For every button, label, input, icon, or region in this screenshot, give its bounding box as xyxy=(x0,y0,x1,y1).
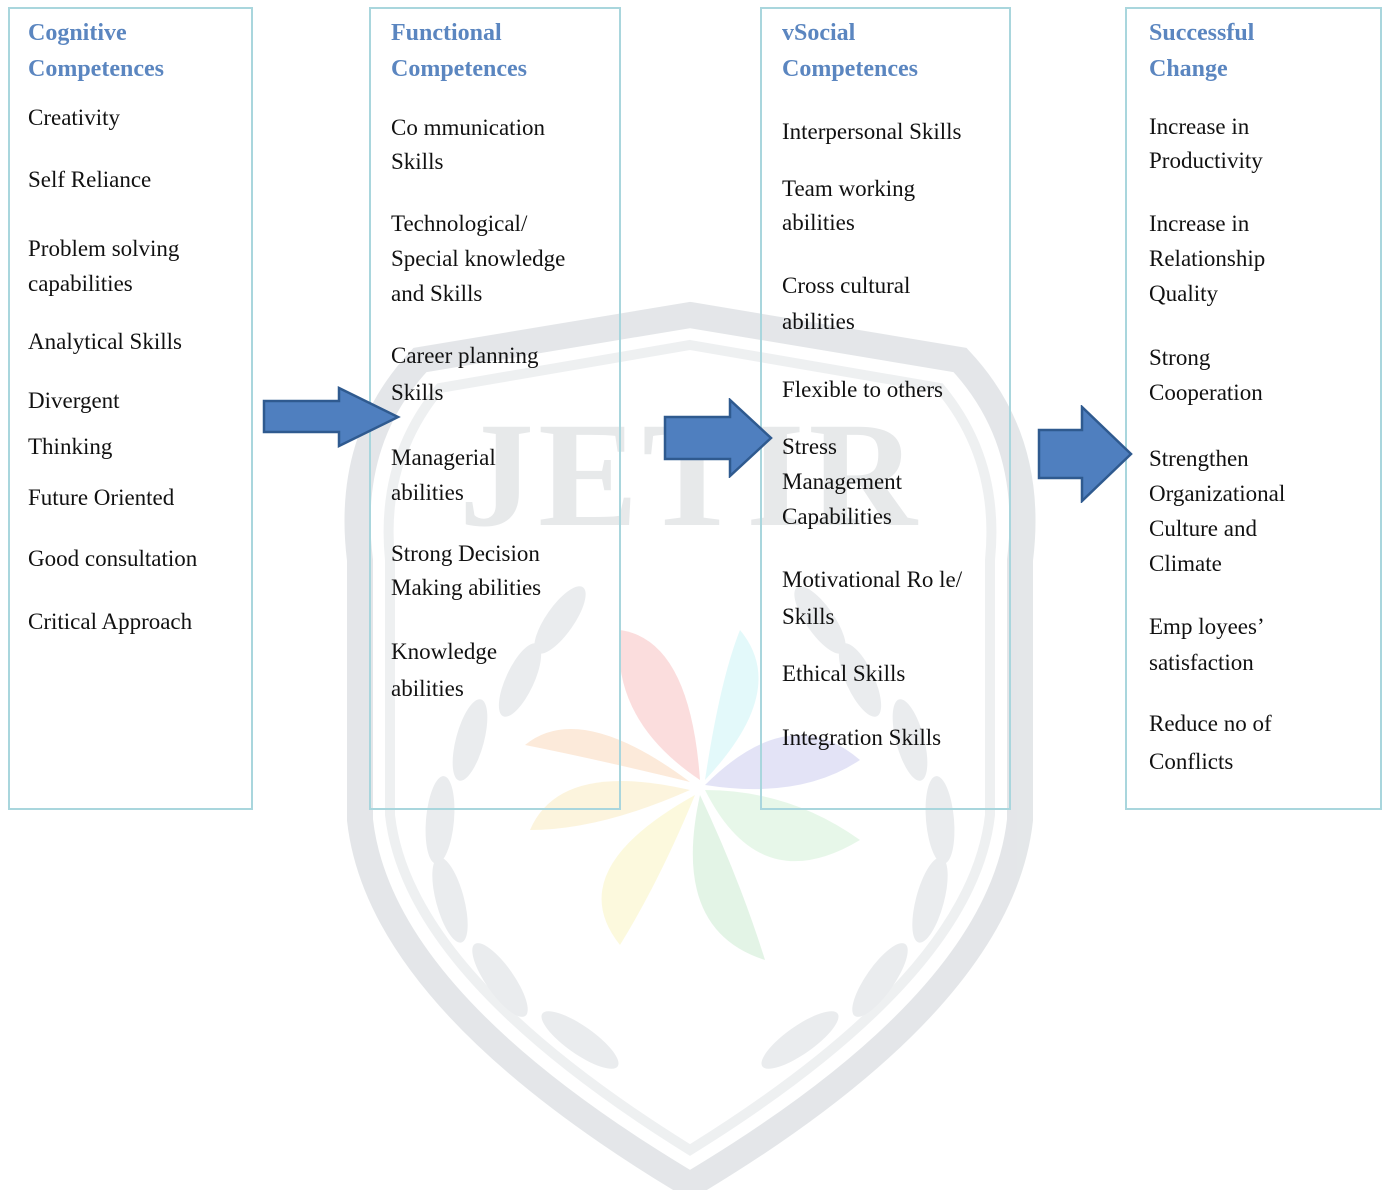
list-item: Self Reliance xyxy=(28,167,152,192)
list-item: Creativity xyxy=(28,105,120,130)
laurel-right-icon xyxy=(761,586,955,1069)
list-item: Interpersonal Skills xyxy=(782,119,962,144)
column-heading: vSocial Competences xyxy=(782,20,918,82)
list-item: Integration Skills xyxy=(782,725,942,750)
list-item: Motivational Ro le/Skills xyxy=(782,567,963,629)
list-item: Divergent xyxy=(28,388,120,413)
arrow-right-icon xyxy=(262,386,401,448)
column-heading: Functional Competences xyxy=(391,20,527,82)
list-item: Analytical Skills xyxy=(28,329,182,354)
list-item: Ethical Skills xyxy=(782,661,906,686)
list-item: Good consultation xyxy=(28,546,198,571)
arrow-right-icon xyxy=(1037,405,1133,503)
column-cognitive-competences: Cognitive Competences Creativity Self Re… xyxy=(8,7,253,810)
flower-petals-icon xyxy=(525,630,860,960)
list-item: Critical Approach xyxy=(28,609,193,634)
column-heading: Successful Change xyxy=(1149,20,1255,82)
column-heading: Cognitive Competences xyxy=(28,20,164,82)
arrow-right-icon xyxy=(663,398,773,478)
list-item: Future Oriented xyxy=(28,485,175,510)
shield-inner-icon xyxy=(383,339,997,1156)
list-item: Flexible to others xyxy=(782,377,943,402)
list-item: Thinking xyxy=(28,434,113,459)
column-social-competences: vSocial Competences Interpersonal Skills… xyxy=(760,7,1011,810)
shield-outline-icon xyxy=(344,301,1036,1190)
laurel-left-icon xyxy=(425,586,619,1069)
list-item: Emp loyees’satisfaction xyxy=(1149,614,1265,675)
